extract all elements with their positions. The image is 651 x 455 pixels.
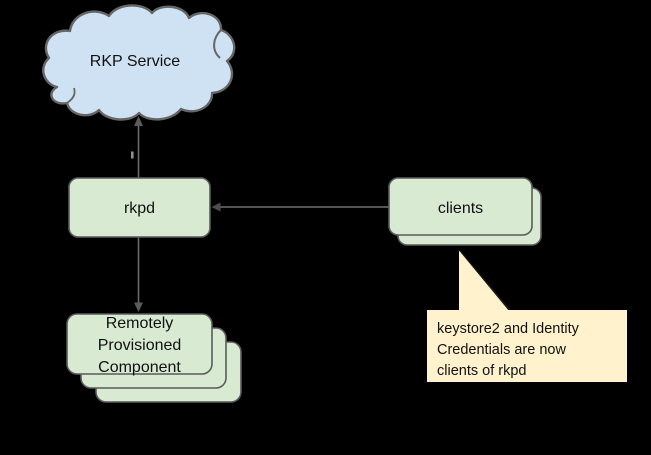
arrowhead-down-icon	[134, 302, 143, 312]
edge-tick-mark	[131, 151, 134, 159]
rpc-label-line-2: Provisioned	[98, 337, 182, 354]
arrowhead-up-icon	[134, 116, 143, 126]
node-clients: clients	[388, 177, 542, 246]
node-remotely-provisioned-component: Remotely Provisioned Component	[66, 313, 242, 403]
callout-body	[427, 310, 627, 382]
node-rkp-service: RKP Service	[42, 4, 236, 121]
node-rkpd: rkpd	[68, 177, 211, 238]
edge-clients-to-rkpd	[211, 202, 389, 212]
callout-text-line-3: clients of rkpd	[437, 363, 526, 379]
edge-rkpd-to-rkp-service	[131, 116, 143, 178]
rkpd-box	[68, 177, 211, 238]
rpc-box-front	[66, 313, 213, 375]
clients-box-front	[388, 177, 533, 236]
rkpd-label: rkpd	[124, 200, 155, 217]
edge-rkpd-to-rpc	[134, 237, 143, 312]
clients-label: clients	[438, 200, 483, 217]
callout-note: keystore2 and Identity Credentials are n…	[427, 250, 627, 382]
rpc-label-line-3: Component	[98, 359, 181, 376]
cloud-shape	[42, 4, 236, 121]
rkp-service-label: RKP Service	[90, 53, 181, 70]
callout-tail	[459, 250, 509, 311]
callout-text-line-1: keystore2 and Identity	[437, 321, 580, 337]
arrowhead-left-icon	[211, 202, 221, 212]
rpc-label-line-1: Remotely	[106, 315, 174, 332]
callout-text-line-2: Credentials are now	[437, 342, 566, 358]
cloud-inner-curl-right	[213, 29, 222, 59]
cloud-inner-curl-left	[66, 87, 76, 104]
